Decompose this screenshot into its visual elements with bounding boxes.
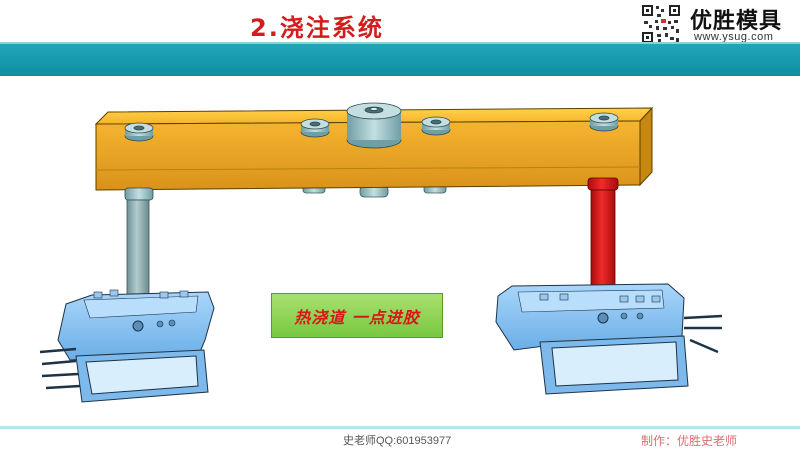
sprue-bushing <box>346 102 402 149</box>
footer-credit: 制作：优胜史老师 <box>641 434 738 448</box>
header-divider <box>0 42 800 44</box>
hot-runner-diagram <box>39 102 723 403</box>
hot-runner-label-text: 热浇道 一点进胶 <box>294 307 420 327</box>
molded-part-left <box>39 289 215 403</box>
header-band <box>0 44 800 76</box>
footer-teacher-contact: 史老师QQ:601953977 <box>343 435 452 447</box>
footer-divider <box>0 426 800 429</box>
qr-code-icon <box>641 4 681 44</box>
logo-url: www.ysug.com <box>694 31 774 43</box>
manifold-plate <box>94 106 654 191</box>
manifold-top-bushings <box>124 112 619 142</box>
molded-part-right <box>495 283 723 395</box>
logo-name: 优胜模具 <box>690 9 783 34</box>
page-title: 2.浇注系统 <box>250 14 384 42</box>
hot-runner-label: 热浇道 一点进胶 <box>271 293 443 338</box>
